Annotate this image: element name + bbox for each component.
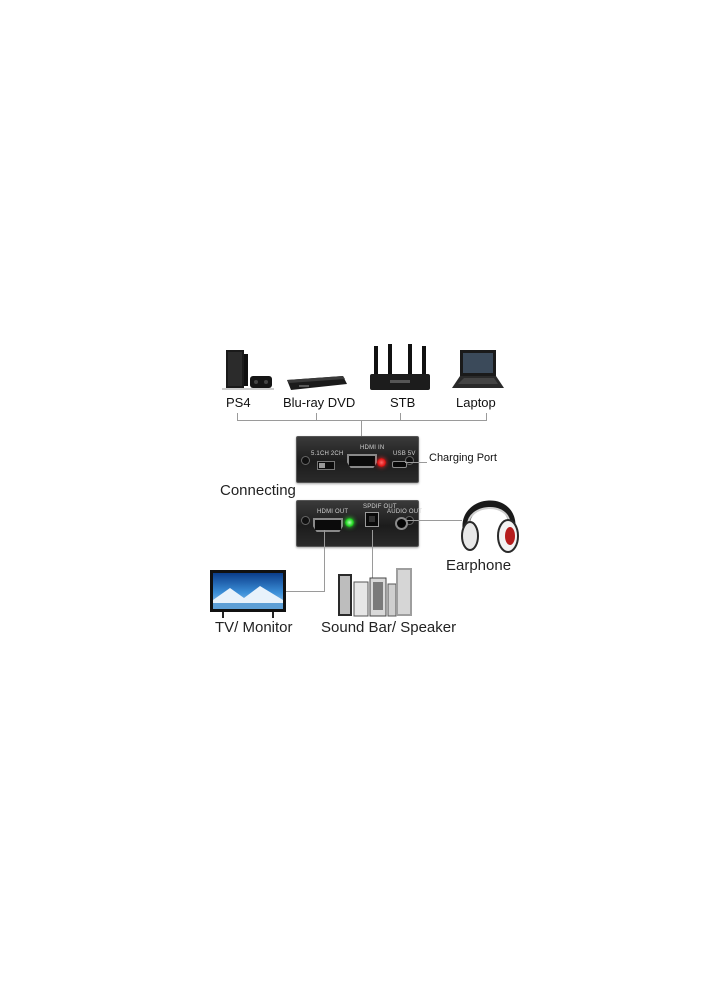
extractor-input-panel: 5.1CH 2CH HDMI IN USB 5V: [296, 436, 419, 483]
speaker-line: [372, 530, 373, 578]
hdmi-out-port[interactable]: [313, 518, 343, 532]
earphone-label: Earphone: [446, 557, 512, 574]
ps4-label: PS4: [226, 395, 251, 410]
source-bracket-tick-laptop: [486, 413, 487, 421]
bluray-label: Blu-ray DVD: [283, 395, 356, 410]
hdmi-out-label: HDMI OUT: [317, 509, 349, 515]
earphone-line: [406, 520, 462, 521]
screw-left-bottom: [301, 516, 310, 525]
green-status-led: [345, 518, 354, 527]
bluray-player-icon: [285, 374, 349, 392]
stb-label: STB: [390, 395, 416, 410]
hdmi-in-port[interactable]: [347, 454, 377, 468]
spdif-out-label: SPDIF OUT: [363, 504, 397, 510]
sound-bar-speaker-label: Sound Bar/ Speaker: [321, 619, 457, 636]
ps4-icon: [222, 348, 274, 392]
tv-line-horizontal: [284, 591, 325, 592]
laptop-icon: [450, 348, 506, 392]
channel-switch-label: 5.1CH 2CH: [311, 451, 344, 457]
speaker-system-icon: [336, 566, 414, 618]
headphones-icon: [458, 488, 520, 554]
usb-charging-port[interactable]: [392, 461, 407, 468]
charging-port-label: Charging Port: [429, 452, 497, 464]
source-bracket-tick-stb: [400, 413, 401, 421]
tv-monitor-label: TV/ Monitor: [215, 619, 293, 636]
laptop-label: Laptop: [456, 395, 496, 410]
screw-right: [405, 456, 414, 465]
router-icon: [368, 344, 432, 392]
source-bracket-tick-ps4: [237, 413, 238, 421]
tv-line-vertical: [324, 530, 325, 592]
tv-monitor-icon: [210, 570, 286, 618]
audio-3.5mm-jack[interactable]: [395, 517, 408, 530]
usb-5v-label: USB 5V: [393, 451, 416, 457]
red-power-led: [377, 458, 386, 467]
extractor-output-panel: HDMI OUT SPDIF OUT AUDIO OUT: [296, 500, 423, 547]
source-bracket-line: [237, 420, 487, 421]
connecting-label: Connecting: [220, 482, 296, 499]
charging-port-line: [405, 462, 427, 463]
source-bracket-tick-bluray: [316, 413, 317, 421]
hdmi-in-label: HDMI IN: [360, 445, 385, 451]
source-to-hdmi-line: [361, 420, 362, 448]
spdif-optical-port[interactable]: [365, 512, 379, 527]
screw-left: [301, 456, 310, 465]
channel-switch[interactable]: [317, 461, 335, 470]
audio-out-label: AUDIO OUT: [387, 509, 423, 515]
